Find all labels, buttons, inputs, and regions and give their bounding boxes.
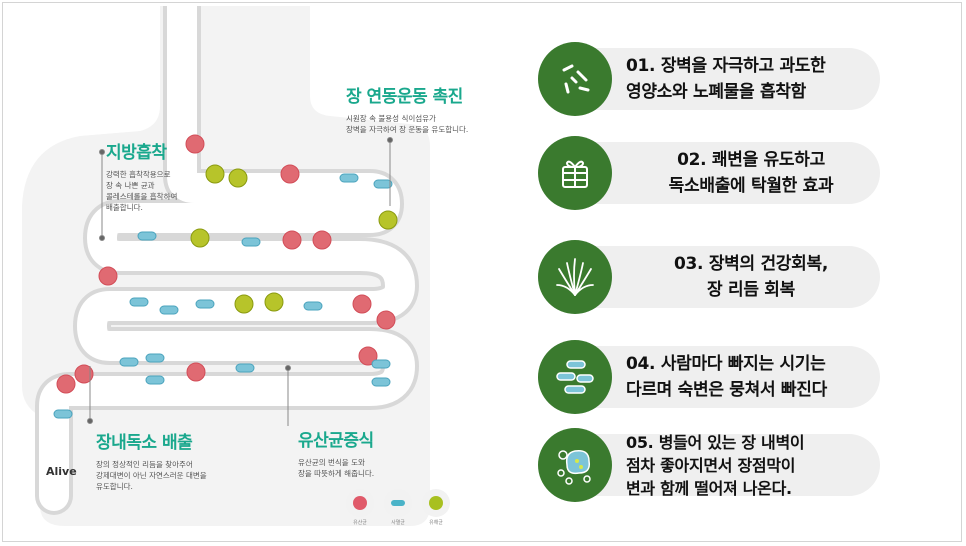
capsule-14 <box>371 377 391 387</box>
bacteria-green-1 <box>205 164 225 184</box>
label-toxin: 장내독소 배출 장의 정상적인 리듬을 찾아주어 강제대변이 아닌 자연스러운 … <box>96 428 207 492</box>
capsule-3 <box>137 231 157 241</box>
bacteria-green-3 <box>190 228 210 248</box>
bacteria-red-10 <box>56 374 76 394</box>
microbe-cells-icon <box>538 428 612 502</box>
label-fat-absorption: 지방흡착 강력한 흡착작용으로 장 속 나쁜 균과 콜레스테롤을 흡착하여 배출… <box>106 138 177 213</box>
benefit-item-02: 02. 쾌변을 유도하고 독소배출에 탁월한 효과 <box>538 136 884 210</box>
benefit-item-05: 05. 병들어 있는 장 내벽이 점차 좋아지면서 장점막이 변과 함께 떨어져… <box>538 428 884 502</box>
label-probiotic-desc: 유산균의 번식을 도와 장을 따뜻하게 해줍니다. <box>298 458 375 478</box>
bacteria-red-4 <box>312 230 332 250</box>
capsule-8 <box>303 301 323 311</box>
legend-item-harmful: 유해균 <box>422 489 450 526</box>
alive-label: Alive <box>46 465 77 478</box>
capsule-10 <box>145 353 165 363</box>
capsule-5 <box>129 297 149 307</box>
good-bacteria-group <box>190 164 398 314</box>
label-toxin-title: 장내독소 배출 <box>96 433 193 453</box>
benefit-text-02: 02. 쾌변을 유도하고 독소배출에 탁월한 효과 <box>668 150 834 196</box>
benefit-text-03: 03. 장벽의 건강회복, 장 리듬 회복 <box>674 254 828 300</box>
gift-box-icon <box>538 136 612 210</box>
red-bacteria-icon <box>353 496 367 510</box>
capsule-bacteria-icon <box>538 340 612 414</box>
capsule-6 <box>159 305 179 315</box>
blue-capsule-icon <box>391 500 405 506</box>
benefit-text-05: 05. 병들어 있는 장 내벽이 점차 좋아지면서 장점막이 변과 함께 떨어져… <box>626 432 805 498</box>
label-toxin-desc: 장의 정상적인 리듬을 찾아주어 강제대변이 아닌 자연스러운 대변을 유도합니… <box>96 460 207 491</box>
bacteria-red-5 <box>98 266 118 286</box>
benefit-item-01: 01. 장벽을 자극하고 과도한 영양소와 노폐물을 흡착함 <box>538 42 884 116</box>
bacteria-red-7 <box>376 310 396 330</box>
capsule-bacteria-group <box>53 173 393 419</box>
label-motility-title: 장 연동운동 촉진 <box>346 87 463 107</box>
capsule-12 <box>235 363 255 373</box>
label-fat-desc: 강력한 흡착작용으로 장 속 나쁜 균과 콜레스테롤을 흡착하여 배출합니다. <box>106 170 178 212</box>
bacteria-red-3 <box>282 230 302 250</box>
label-motility-desc: 시원장 속 불용성 식이섬유가 장벽을 자극하여 장 운동을 유도합니다. <box>346 114 469 134</box>
callout-lines <box>87 137 393 426</box>
label-motility: 장 연동운동 촉진 시원장 속 불용성 식이섬유가 장벽을 자극하여 장 운동을… <box>346 82 468 135</box>
capsule-4 <box>241 237 261 247</box>
capsule-1 <box>339 173 359 183</box>
bacteria-green-2 <box>228 168 248 188</box>
bacteria-red-1 <box>185 134 205 154</box>
bacteria-green-4 <box>378 210 398 230</box>
intestine-tube <box>35 6 419 515</box>
bacteria-red-9 <box>186 362 206 382</box>
legend-item-probiotic: 유산균 <box>346 489 374 526</box>
capsule-11 <box>145 375 165 385</box>
label-probiotic: 유산균증식 유산균의 번식을 도와 장을 따뜻하게 해줍니다. <box>298 426 374 479</box>
bacteria-red-6 <box>352 294 372 314</box>
plant-leaves-icon <box>538 240 612 314</box>
benefit-item-03: 03. 장벽의 건강회복, 장 리듬 회복 <box>538 240 884 314</box>
legend-item-dead: 사멸균 <box>384 489 412 526</box>
benefit-text-01: 01. 장벽을 자극하고 과도한 영양소와 노폐물을 흡착함 <box>626 56 826 102</box>
harmful-bacteria-group <box>56 134 396 394</box>
bacteria-green-6 <box>264 292 284 312</box>
intestine-infographic: 지방흡착 강력한 흡착작용으로 장 속 나쁜 균과 콜레스테롤을 흡착하여 배출… <box>10 6 510 540</box>
intestine-illustration <box>22 6 430 526</box>
capsule-2 <box>373 179 393 189</box>
bacteria-red-8 <box>358 346 378 366</box>
benefit-text-04: 04. 사람마다 빠지는 시기는 다르며 숙변은 뭉쳐서 빠진다 <box>626 354 827 400</box>
bacteria-green-5 <box>234 294 254 314</box>
bacteria-legend: 유산균 사멸균 유해균 <box>346 489 450 526</box>
bacteria-icon <box>538 42 612 116</box>
bacteria-red-11 <box>74 364 94 384</box>
capsule-9 <box>119 357 139 367</box>
capsule-7 <box>195 299 215 309</box>
capsule-15 <box>53 409 73 419</box>
label-fat-title: 지방흡착 <box>106 143 167 163</box>
green-bacteria-icon <box>429 496 443 510</box>
benefit-item-04: 04. 사람마다 빠지는 시기는 다르며 숙변은 뭉쳐서 빠진다 <box>538 340 884 414</box>
capsule-13 <box>371 359 391 369</box>
label-probiotic-title: 유산균증식 <box>298 431 374 451</box>
bacteria-red-2 <box>280 164 300 184</box>
